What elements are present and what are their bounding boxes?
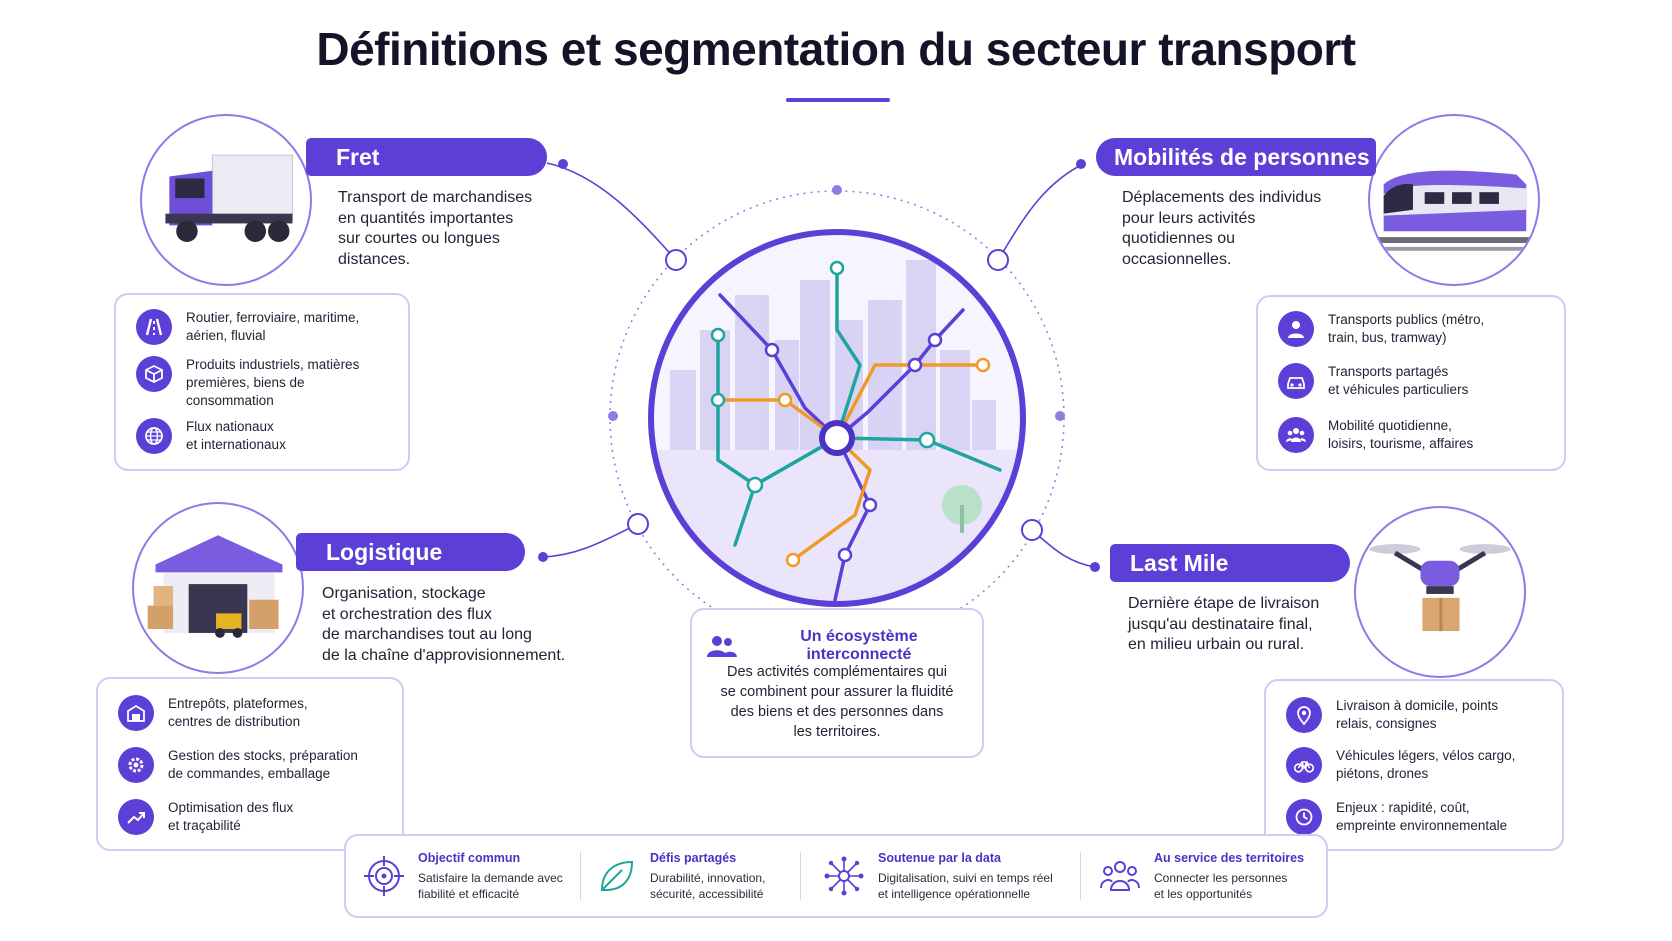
connector-logistique (542, 523, 639, 558)
connector-dot-logistique (538, 552, 548, 562)
divider (580, 852, 581, 900)
title-underline (786, 98, 890, 102)
person-icon (1278, 311, 1314, 347)
people-icon (706, 636, 737, 657)
summary-title: Au service des territoires (1154, 850, 1305, 865)
location-pin-icon (1286, 697, 1322, 733)
hub-center-node (819, 420, 855, 456)
list-item: Entrepôts, plateformes,centres de distri… (118, 695, 390, 731)
network-icon (824, 856, 864, 896)
train-illustration (1368, 114, 1540, 286)
box-icon (136, 356, 172, 392)
metro-stations (710, 260, 991, 568)
truck-illustration (140, 114, 312, 286)
list-item: Transports publics (métro,train, bus, tr… (1278, 311, 1552, 347)
warehouse-icon (118, 695, 154, 731)
connector-dot-lastmile (1090, 562, 1100, 572)
ring-node-fret (665, 249, 687, 271)
car-icon (1278, 363, 1314, 399)
summary-title: Défis partagés (650, 850, 737, 865)
ring-node-logistique (627, 513, 649, 535)
ring-node-top (832, 185, 842, 195)
summary-title: Soutenue par la data (878, 850, 1001, 865)
hub-outer-ring (648, 229, 1026, 607)
list-item: Mobilité quotidienne,loisirs, tourisme, … (1278, 417, 1552, 453)
drone-illustration (1354, 506, 1526, 678)
mobilites-details-card: Transports publics (métro,train, bus, tr… (1256, 295, 1566, 471)
community-icon (1100, 861, 1140, 891)
ring-node-left (608, 411, 618, 421)
fret-description: Transport de marchandises en quantités i… (338, 189, 533, 268)
summary-item-data: Soutenue par la data Digitalisation, sui… (822, 836, 1062, 916)
trend-icon (118, 799, 154, 835)
target-icon (364, 856, 404, 896)
divider (800, 852, 801, 900)
divider (1080, 852, 1081, 900)
page-title: Définitions et segmentation du secteur t… (316, 23, 1356, 75)
ring-node-right (1055, 411, 1065, 421)
connector-dot-fret (558, 159, 568, 169)
logistique-label: Logistique (296, 533, 525, 571)
ecosystem-title: Un écosystème interconnecté (800, 628, 918, 663)
lastmile-label: Last Mile (1110, 544, 1350, 582)
clock-icon (1286, 799, 1322, 835)
summary-item-territoires: Au service des territoires Connecter les… (1098, 836, 1318, 916)
ring-node-mobilites (987, 249, 1009, 271)
ecosystem-card: Un écosystème interconnecté Des activité… (690, 608, 984, 758)
list-item: Enjeux : rapidité, coût,empreinte enviro… (1286, 799, 1550, 835)
connector-mobilites (997, 162, 1086, 261)
warehouse-illustration (132, 502, 304, 674)
globe-icon (136, 418, 172, 454)
connector-dot-mobilites (1076, 159, 1086, 169)
list-item: Véhicules légers, vélos cargo,piétons, d… (1286, 747, 1550, 783)
ecosystem-text: Des activités complémentaires qui se com… (720, 664, 954, 740)
summary-item-objectif: Objectif commun Satisfaire la demande av… (362, 836, 572, 916)
summary-item-defis: Défis partagés Durabilité, innovation,sé… (594, 836, 794, 916)
lastmile-description: Dernière étape de livraison jusqu'au des… (1128, 595, 1320, 653)
summary-title: Objectif commun (418, 850, 521, 865)
mobilites-description: Déplacements des individus pour leurs ac… (1122, 189, 1322, 268)
fret-label: Fret (306, 138, 547, 176)
ring-node-lastmile (1021, 519, 1043, 541)
logistique-details-card: Entrepôts, plateformes,centres de distri… (96, 677, 404, 851)
road-icon (136, 309, 172, 345)
list-item: Routier, ferroviaire, maritime,aérien, f… (136, 309, 396, 345)
logistique-description: Organisation, stockage et orchestration … (322, 585, 566, 664)
group-icon (1278, 417, 1314, 453)
bicycle-icon (1286, 747, 1322, 783)
mobilites-label: Mobilités de personnes (1096, 138, 1376, 176)
bottom-summary-bar: Objectif commun Satisfaire la demande av… (344, 834, 1328, 918)
fret-details-card: Routier, ferroviaire, maritime,aérien, f… (114, 293, 410, 471)
leaf-icon (600, 860, 634, 891)
gear-icon (118, 747, 154, 783)
